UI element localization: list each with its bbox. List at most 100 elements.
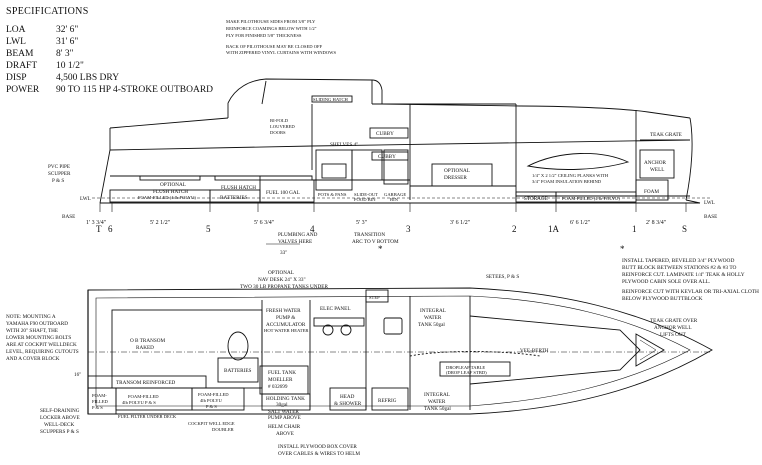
spacing-3-2: 3' 6 1/2" <box>450 220 471 226</box>
label-garbage-1: GARBAGE <box>384 192 406 197</box>
spacing-t-6: 1' 3 3/4" <box>86 220 107 226</box>
plan-fuel-filter: FUEL FILTER UNDER DECK <box>118 414 177 419</box>
plan-mounting-4: LOWER MOUNTING BOLTS <box>6 335 71 341</box>
plan-foam-pfs-1: FOAM- <box>92 393 107 398</box>
plan-step: STEP <box>369 295 380 300</box>
station-5: 5 <box>206 224 211 234</box>
spacing-1-s: 2' 8 3/4" <box>646 220 667 226</box>
portlight <box>526 153 630 170</box>
slide-out-food-bin <box>351 149 383 181</box>
plan-fresh-3: ACCUMULATOR <box>266 322 306 328</box>
refrig-box <box>371 387 409 411</box>
station-s: S <box>682 224 687 234</box>
label-plumbing-2: VALVES HERE <box>278 239 312 245</box>
label-slide-out-2: FOOD BIN <box>354 197 376 202</box>
label-slide-out-1: SLIDE-OUT <box>354 192 378 197</box>
plan-fuel-tank-3: # 032699 <box>268 384 288 390</box>
deck-line-forward <box>311 139 691 147</box>
pilothouse-pillar <box>261 80 267 105</box>
right-note-star: * <box>620 244 625 254</box>
plan-foam-pu2-3: P & S <box>206 404 217 409</box>
sliding-hatch-shape <box>311 95 353 103</box>
anchor-well <box>639 149 675 179</box>
plan-elec: ELEC PANEL <box>320 306 351 312</box>
label-shelves: SHELVES 4" <box>330 142 358 148</box>
specifications-block: SPECIFICATIONS LOA 32' 6" LWL 31' 6" BEA… <box>6 6 213 95</box>
label-bifold-1: BI-FOLD <box>270 118 289 123</box>
plan-setees: SETEES, P & S <box>486 274 519 280</box>
plan-holding-4: PUMP ABOVE <box>268 415 301 421</box>
plan-self-4: SCUPPERS P & S <box>40 429 79 435</box>
plan-mounting-1: NOTE: MOUNTING A <box>6 314 56 320</box>
label-ceiling-2: 3/4" FOAM INSULATION BEHIND <box>532 179 602 184</box>
plan-mounting-7: AND A COVER BLOCK <box>6 356 60 362</box>
note-pilothouse-2: REINFORCE COAMINGS BELOW WITH 1/2" <box>226 26 317 31</box>
plan-foam-pu-1: FOAM-FILLED <box>128 394 159 399</box>
spec-draft-key: DRAFT <box>6 61 37 71</box>
label-base-right: BASE <box>704 214 717 220</box>
station-1a: 1A <box>548 224 560 234</box>
plan-teak-3: LIFTS OUT <box>660 332 687 338</box>
spec-beam-key: BEAM <box>6 49 34 59</box>
label-flush-hatch: FLUSH HATCH <box>221 185 256 191</box>
cabin-top-line <box>381 90 691 119</box>
spec-power-key: POWER <box>6 85 40 95</box>
plan-fuel-tank-2: MOELLER <box>268 377 293 383</box>
plan-helm: HELM CHAIR <box>268 424 301 430</box>
spec-lwl-value: 31' 6" <box>56 37 78 47</box>
label-lwl-left: LWL <box>80 196 91 202</box>
cubby-lower <box>371 151 409 161</box>
note-pilothouse-1: MAKE PILOTHOUSE SIDES FROM 3/8" PLY <box>226 19 316 24</box>
plan-foam-pu2-2: 4lb POLYU <box>200 398 223 403</box>
label-storage: STORAGE <box>524 196 548 202</box>
station-1: 1 <box>632 224 637 234</box>
spec-loa-value: 32' 6" <box>56 25 78 35</box>
holding-tank-box <box>261 393 311 411</box>
aft-deck-sheer <box>109 117 229 129</box>
galley-oven <box>321 163 347 179</box>
galley-stove <box>315 149 353 191</box>
label-fuel: FUEL 100 GAL <box>266 190 300 196</box>
label-optional-flush-2: FLUSH HATCH <box>153 189 188 195</box>
plan-self-2: LOCKER ABOVE <box>40 415 80 421</box>
spacing-6-5: 5' 2 1/2" <box>150 220 171 226</box>
plan-teak-1: TEAK GRATE OVER <box>650 318 698 324</box>
plan-foam-pfs-2: FILLED <box>92 399 109 404</box>
label-anchor-1: ANCHOR <box>644 160 666 166</box>
right-note-install-3: REINFORCE CUT. LAMINATE 1/4" TEAK & HOLL… <box>622 272 745 278</box>
station-2: 2 <box>512 224 517 234</box>
plan-integral2-1: INTEGRAL <box>424 392 450 398</box>
stove-burner-2 <box>340 324 352 336</box>
plan-integral-1: INTEGRAL <box>420 308 446 314</box>
pilothouse-roof <box>227 78 383 104</box>
spec-disp-key: DISP <box>6 73 27 83</box>
specifications-title: SPECIFICATIONS <box>6 6 89 17</box>
cubby-upper <box>369 127 409 139</box>
plan-nav-3: TWO 30 LB PROPANE TANKS UNDER <box>240 284 328 290</box>
plan-fresh-1: FRESH WATER <box>266 308 301 314</box>
spec-beam-value: 8' 3" <box>56 49 74 59</box>
transom-ellipse <box>227 331 249 361</box>
foam-filled-pu-box <box>115 387 193 411</box>
elec-panel-box <box>313 317 365 327</box>
table-curve <box>409 351 541 357</box>
plan-refrig: REFRIG <box>378 398 397 404</box>
head-shower-box <box>329 387 367 411</box>
foam-filled-pu2-box <box>191 387 245 411</box>
flush-hatch <box>214 175 261 181</box>
label-teak-grate: TEAK GRATE <box>650 132 682 138</box>
plan-transom-1: O B TRANSOM <box>130 338 165 344</box>
plan-anchor-well <box>635 333 665 367</box>
plan-dropleaf-1: DROPLEAF TABLE <box>446 365 485 370</box>
label-sliding-hatch: SLIDING HATCH <box>313 97 349 102</box>
plan-integral2-2: WATER <box>428 399 446 405</box>
plan-fresh-4: HOT WATER HEATER <box>264 328 309 333</box>
label-base-left: BASE <box>62 214 75 220</box>
optional-flush-hatch <box>139 175 201 181</box>
plan-cockpit-1: COCKPIT WELL EDGE <box>188 421 235 426</box>
plan-integral-3: TANK 50gal <box>418 322 445 328</box>
right-notes: * INSTALL TAPERED, BEVELED 3/4" PLYWOOD … <box>620 244 759 302</box>
right-note-install-2: BUTT BLOCK BETWEEN STATIONS #2 & #3 TO <box>622 265 737 271</box>
